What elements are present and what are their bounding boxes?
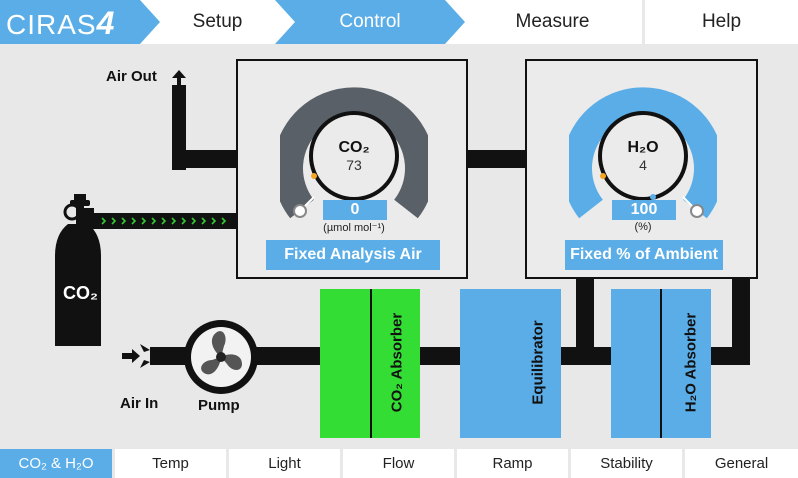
nav-divider [642,0,645,44]
nav-tab-setup[interactable]: Setup [192,11,243,32]
logo-text: CIRAS [6,9,97,40]
pump-label: Pump [198,397,240,414]
top-navigation: CIRAS4 Setup Control Measure Help [0,0,798,44]
fan-icon[interactable] [182,318,260,396]
air-in-label: Air In [120,395,159,412]
tab-light[interactable]: Light [229,449,340,478]
equilibrator-label: Equilibrator [529,320,547,405]
nav-tab-control[interactable]: Control [275,0,465,44]
setpoint-marker [311,173,317,179]
co2-setpoint-value[interactable]: 0 [323,200,387,220]
tab-temp[interactable]: Temp [115,449,226,478]
co2-cylinder-icon[interactable] [48,192,108,348]
h2o-setpoint-value[interactable]: 100 [612,200,676,220]
h2o-gauge[interactable] [569,81,717,221]
co2-absorber-label: CO₂ Absorber [388,312,406,413]
co2-absorber[interactable]: CO₂ Absorber [320,289,420,438]
absorber-divider [370,289,372,438]
nav-tab-help[interactable]: Help [701,11,742,32]
setpoint-marker [600,173,606,179]
h2o-mode-button[interactable]: Fixed % of Ambient [565,240,723,270]
air-out-label: Air Out [106,68,157,85]
equilibrator[interactable]: Equilibrator [460,289,561,438]
cylinder-label: CO₂ [63,283,98,303]
reading-marker [650,194,656,200]
absorber-divider [660,289,662,438]
co2-gauge-name: CO₂ [338,139,370,156]
air-intake-arrows-icon [122,344,150,368]
tab-ramp[interactable]: Ramp [457,449,568,478]
tab-stability[interactable]: Stability [571,449,682,478]
pipe-to-h2o-panel-right [732,278,750,365]
co2-mode-button[interactable]: Fixed Analysis Air [266,240,440,270]
tab-flow[interactable]: Flow [343,449,454,478]
pipe-h2o-absorber-return [710,347,750,365]
co2-reading: 73 [346,157,362,173]
h2o-absorber-label: H₂O Absorber [682,312,700,413]
dial-handle-icon[interactable] [690,204,704,218]
ciras-logo: CIRAS4 [0,0,160,44]
logo-number: 4 [96,5,116,41]
h2o-gauge-name: H₂O [627,139,659,156]
tab-co2-h2o[interactable]: CO₂ & H₂O [0,449,112,478]
co2-injection-line [80,213,238,229]
pipe-to-h2o-panel-left [576,278,594,358]
dial-handle-icon[interactable] [293,204,307,218]
h2o-absorber[interactable]: H₂O Absorber [611,289,711,438]
panel-connector-pipe [467,150,527,168]
h2o-reading: 4 [639,157,647,173]
h2o-control-panel: H₂O 4 100 (%) Fixed % of Ambient [525,59,758,279]
bottom-tab-bar: CO₂ & H₂O Temp Light Flow Ramp Stability… [0,449,798,478]
arrow-up-icon [172,70,186,86]
tab-general[interactable]: General [685,449,798,478]
air-out-pipe-vertical [172,85,186,170]
co2-control-panel: CO₂ 73 0 (µmol mol⁻¹) Fixed Analysis Air [236,59,468,279]
pipe-absorber-to-equilibrator [418,347,464,365]
co2-unit: (µmol mol⁻¹) [323,222,385,234]
air-out-pipe-horizontal [172,150,238,168]
h2o-unit: (%) [634,221,652,233]
co2-gauge[interactable] [280,81,428,221]
nav-tab-measure[interactable]: Measure [515,11,590,32]
